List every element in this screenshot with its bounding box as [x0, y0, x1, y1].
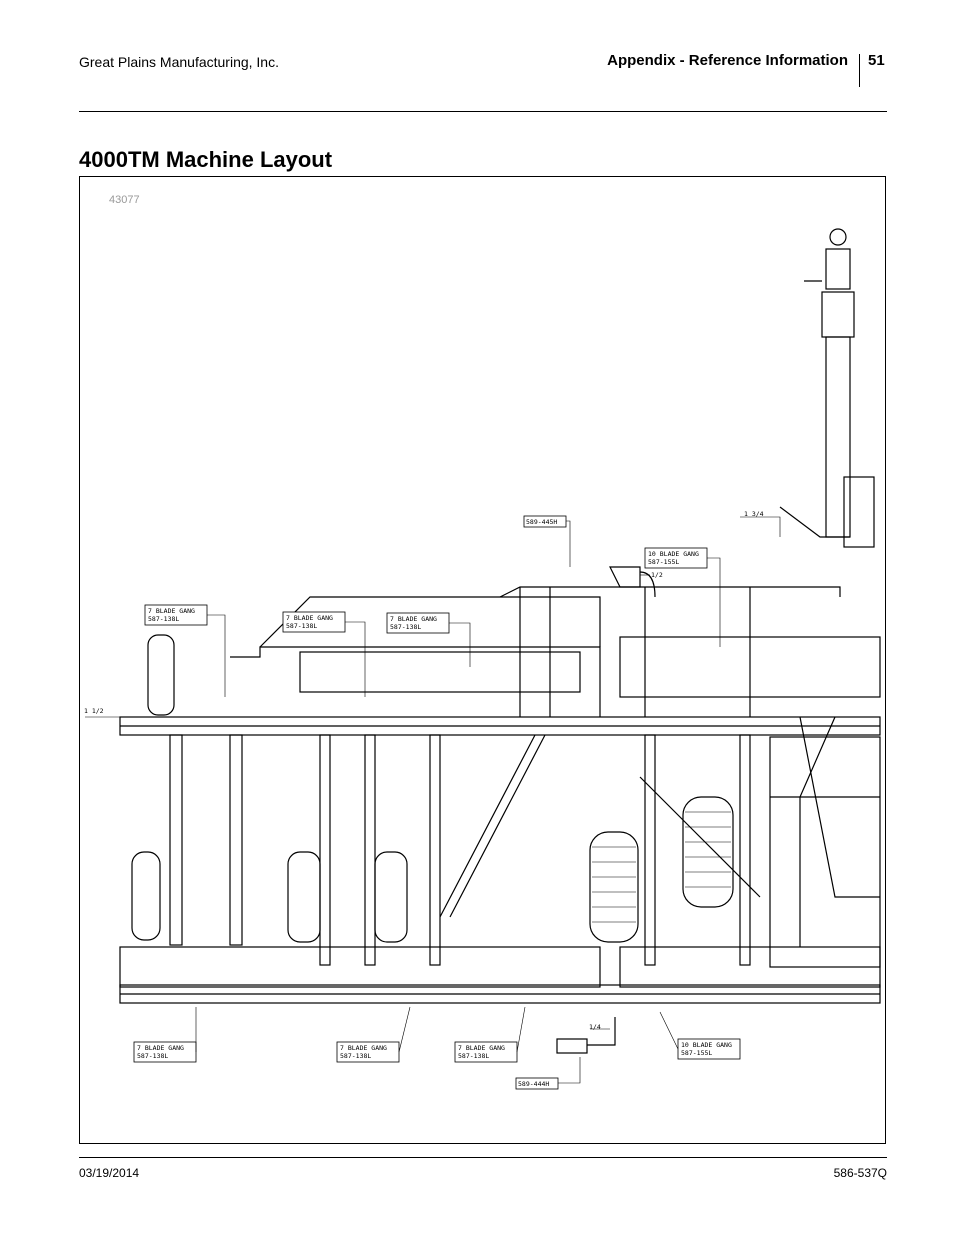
valve-bottom: [556, 1038, 588, 1054]
callout-bottom-right-line1: 10 BLADE GANG: [681, 1041, 732, 1049]
hitch-clevis: [825, 248, 851, 290]
section-title: Appendix - Reference Information: [607, 52, 848, 69]
dimension-top-3-4: 1 3/4: [744, 510, 764, 518]
dimension-bottom-quarter: 1/4: [589, 1023, 601, 1031]
footer-date: 03/19/2014: [79, 1166, 140, 1180]
tongue-plate: [843, 476, 875, 548]
header-rule: [79, 111, 887, 112]
callout-top-right-line1: 10 BLADE GANG: [648, 550, 699, 558]
callout-bottom-mid2-line2: 587-138L: [458, 1052, 489, 1060]
callout-bottom-left-line2: 587-138L: [137, 1052, 168, 1060]
hitch-eye: [829, 228, 847, 246]
callout-top-left-line2: 587-138L: [148, 615, 179, 623]
wheel-left-inner: [287, 851, 321, 943]
figure-frame: 43077: [79, 176, 886, 1144]
page-title: 4000TM Machine Layout: [79, 147, 333, 172]
valve-top: [609, 566, 641, 588]
transport-tire-right: [682, 796, 734, 908]
callout-bottom-mid2-line1: 7 BLADE GANG: [458, 1044, 505, 1052]
callout-part-top-text: 589-445H: [526, 518, 557, 526]
company-name: Great Plains Manufacturing, Inc.: [79, 54, 279, 70]
tongue: [825, 336, 851, 538]
gang-row-top-right: [619, 636, 881, 698]
callout-bottom-mid1-line2: 587-138L: [340, 1052, 371, 1060]
transport-tire-left: [589, 831, 639, 943]
callout-part-top: [523, 515, 567, 528]
callout-top-mid1-line2: 587-138L: [286, 622, 317, 630]
dimension-left: 1 1/2: [84, 707, 104, 715]
wheel-mid: [374, 851, 408, 943]
callout-bottom-left-line1: 7 BLADE GANG: [137, 1044, 184, 1052]
wheel-left-outer: [131, 851, 161, 941]
figure-id: 43077: [109, 194, 140, 206]
machine-layout-diagram: 7 BLADE GANG 587-138L 7 BLADE GANG 587-1…: [84, 228, 881, 1090]
wing-frame-top: [230, 646, 601, 717]
callout-bottom-right-line2: 587-155L: [681, 1049, 712, 1057]
callout-top-right-line2: 587-155L: [648, 558, 679, 566]
hitch-jack: [821, 291, 855, 338]
callout-bottom-mid1-line1: 7 BLADE GANG: [340, 1044, 387, 1052]
callout-part-bottom: [515, 1077, 559, 1090]
callout-part-bottom-text: 589-444H: [518, 1080, 549, 1088]
callout-top-mid1-line1: 7 BLADE GANG: [286, 614, 333, 622]
gang-row-bottom-left: [119, 946, 601, 988]
footer-doc-number: 586-537Q: [833, 1166, 887, 1180]
page-number: 51: [868, 52, 885, 69]
header-divider: [859, 54, 860, 87]
gang-row-top-left: [299, 651, 581, 693]
gauge-wheel-front: [147, 634, 175, 716]
center-frame: [799, 716, 880, 898]
callout-top-left-line1: 7 BLADE GANG: [148, 607, 195, 615]
dimension-top-half: 1/2: [651, 571, 663, 579]
footer-rule: [79, 1157, 887, 1158]
callout-top-mid2-line2: 587-138L: [390, 623, 421, 631]
callout-top-mid2-line1: 7 BLADE GANG: [390, 615, 437, 623]
